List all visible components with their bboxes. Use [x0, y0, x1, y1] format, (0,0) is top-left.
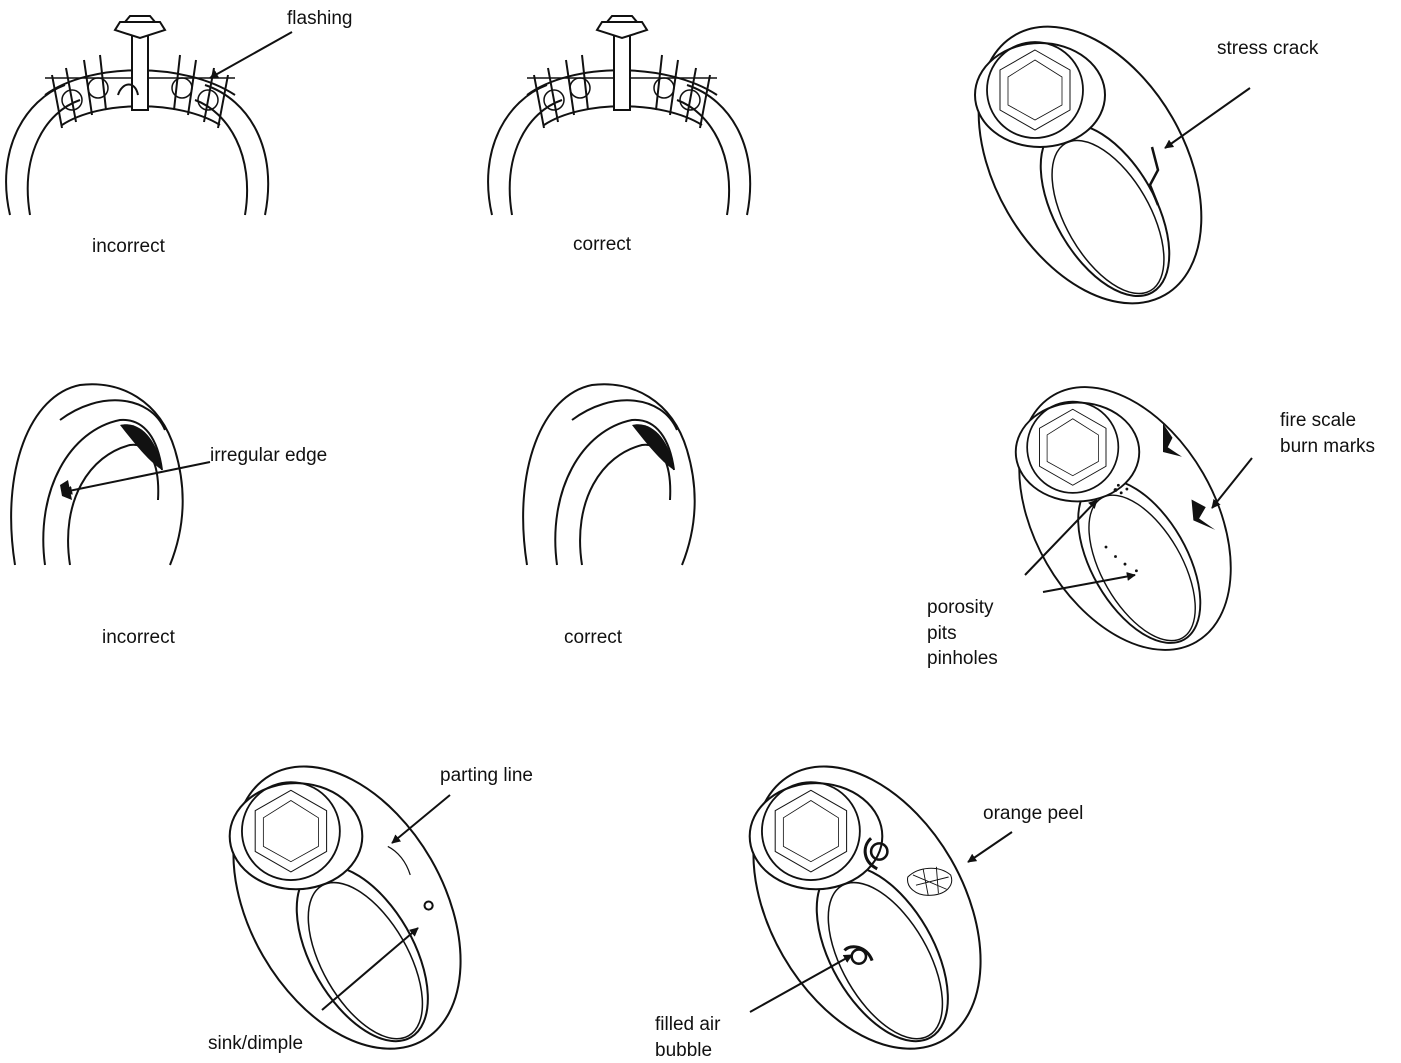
filled-air-bubble-label: filled air bubble [655, 1012, 720, 1063]
fire-scale-ring-drawing [976, 350, 1275, 687]
incorrect-caption-prongs: incorrect [92, 236, 165, 259]
stress-crack-ring-drawing [933, 0, 1248, 342]
orange-peel-label: orange peel [983, 803, 1083, 826]
stress-crack-arrow [1165, 88, 1250, 148]
edge-incorrect-drawing [11, 384, 183, 565]
porosity-line-1: porosity [927, 595, 998, 621]
porosity-arrow-2 [1043, 575, 1135, 592]
irregular-edge-label: irregular edge [210, 445, 327, 468]
correct-caption-edge: correct [564, 627, 622, 650]
porosity-line-3: pinholes [927, 646, 998, 672]
orange-peel-ring-drawing [707, 727, 1028, 1057]
porosity-line-2: pits [927, 621, 998, 647]
stress-crack-label: stress crack [1217, 38, 1318, 61]
parting-line-label: parting line [440, 765, 533, 788]
flashing-arrow [210, 32, 292, 78]
edge-correct-drawing [523, 384, 695, 565]
orange-peel-arrow [968, 832, 1012, 862]
filled-air-bubble-line-1: filled air [655, 1012, 720, 1038]
correct-caption-prongs: correct [573, 234, 631, 257]
prong-ring-correct-drawing [488, 16, 750, 215]
flashing-label: flashing [287, 8, 353, 31]
fire-scale-line-2: burn marks [1280, 434, 1375, 460]
filled-air-bubble-line-2: bubble [655, 1038, 720, 1063]
incorrect-caption-edge: incorrect [102, 627, 175, 650]
filled-air-bubble-arrow [750, 955, 852, 1012]
sink-dimple-label: sink/dimple [208, 1033, 303, 1056]
fire-scale-line-1: fire scale [1280, 408, 1375, 434]
fire-scale-label: fire scale burn marks [1280, 408, 1375, 459]
fire-scale-arrow [1212, 458, 1252, 508]
porosity-label: porosity pits pinholes [927, 595, 998, 672]
sink-dimple-arrow [322, 928, 418, 1010]
porosity-arrow-1 [1025, 500, 1097, 575]
prong-ring-incorrect-drawing [6, 16, 268, 215]
